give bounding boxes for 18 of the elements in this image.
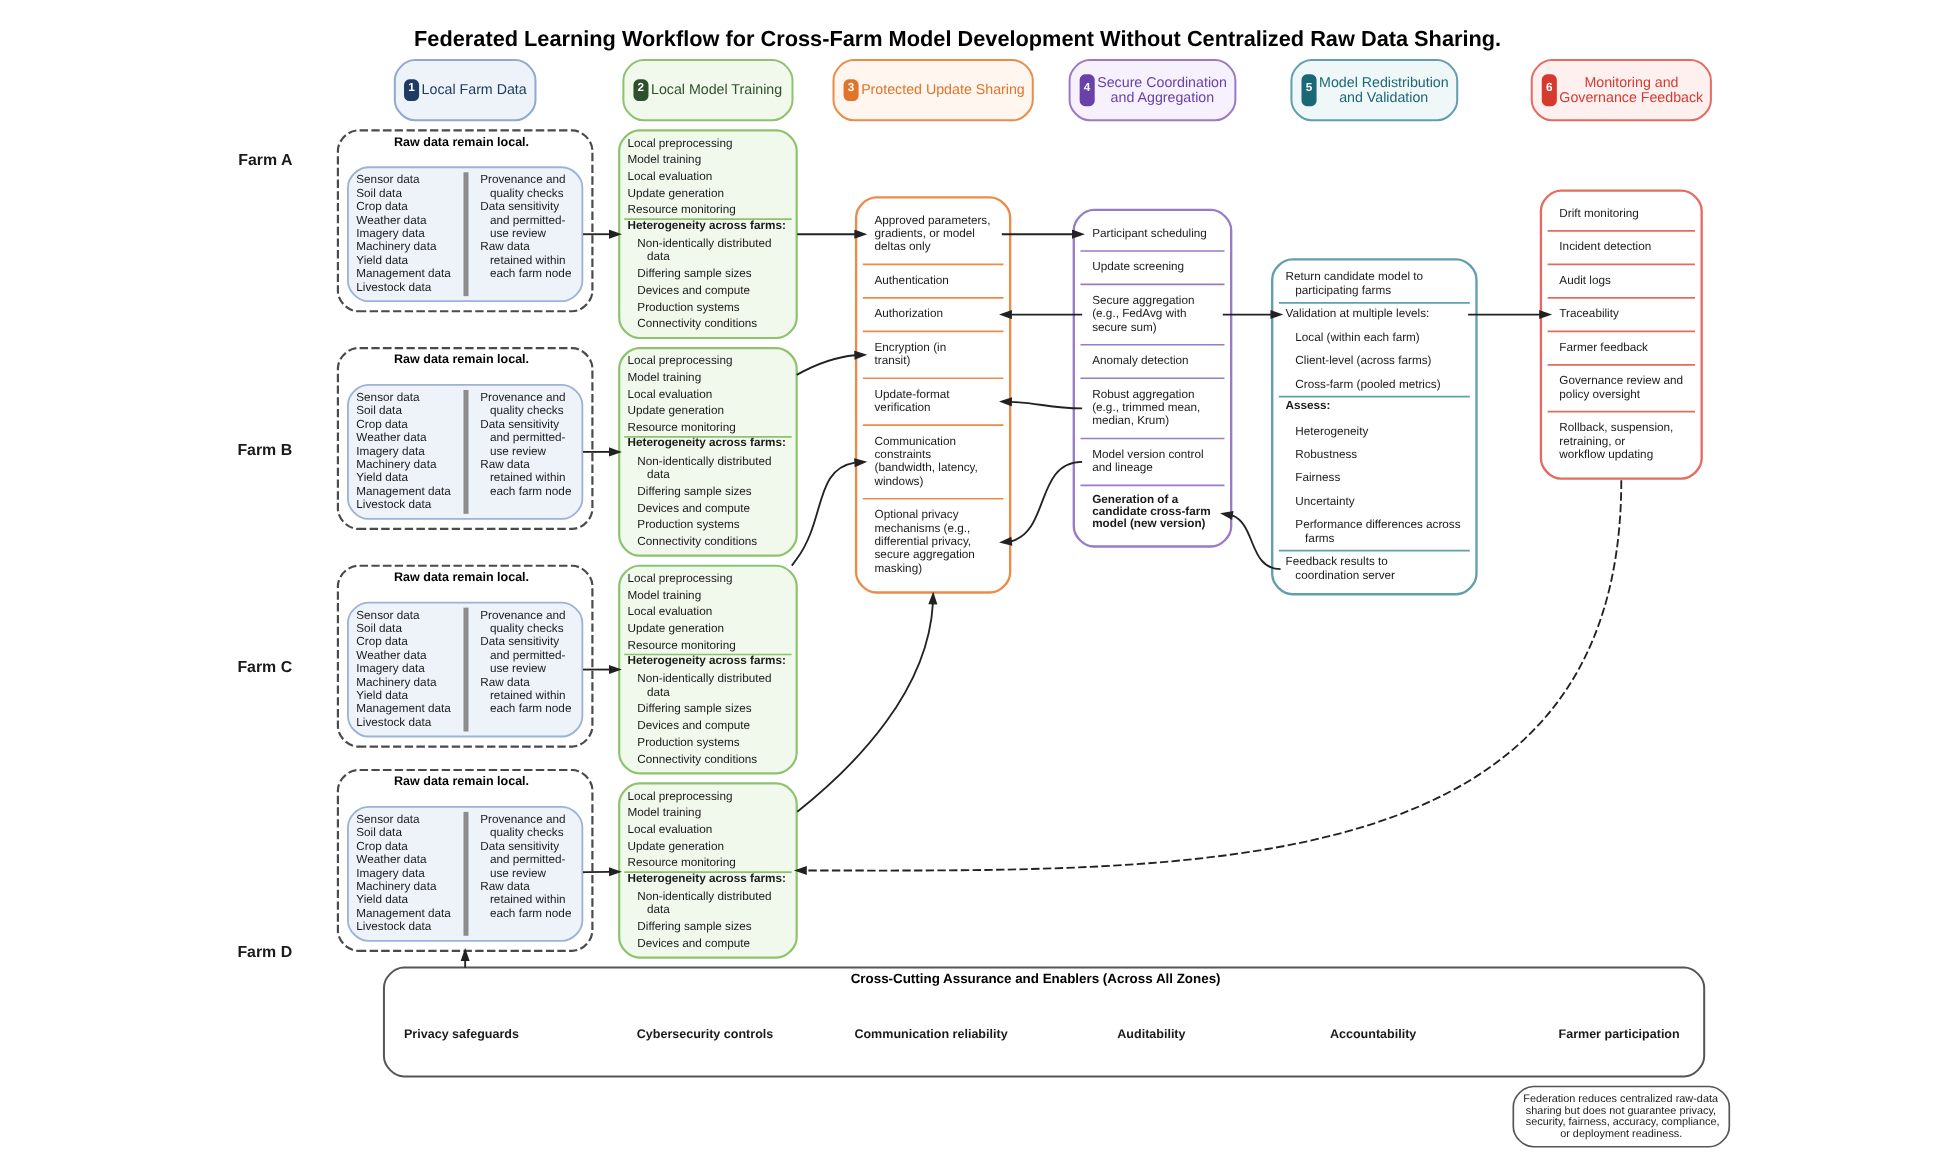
diagram-title: Federated Learning Workflow for Cross-Farm Model Development Without Centralized Raw Data Sharing. (414, 27, 1502, 52)
arrow (999, 461, 1084, 546)
arrow (796, 229, 868, 239)
arrow (790, 458, 868, 567)
arrow (1000, 229, 1085, 239)
arrow (582, 447, 622, 457)
arrow (999, 310, 1084, 320)
arrow (793, 479, 1623, 875)
arrow (999, 397, 1084, 410)
arrow (796, 591, 938, 813)
arrow (582, 665, 622, 675)
arrow (1467, 310, 1553, 320)
arrow (582, 867, 622, 877)
arrow (795, 350, 868, 376)
arrow (460, 948, 470, 969)
arrow (582, 229, 622, 239)
arrow (1221, 310, 1284, 320)
arrow (1220, 511, 1282, 570)
